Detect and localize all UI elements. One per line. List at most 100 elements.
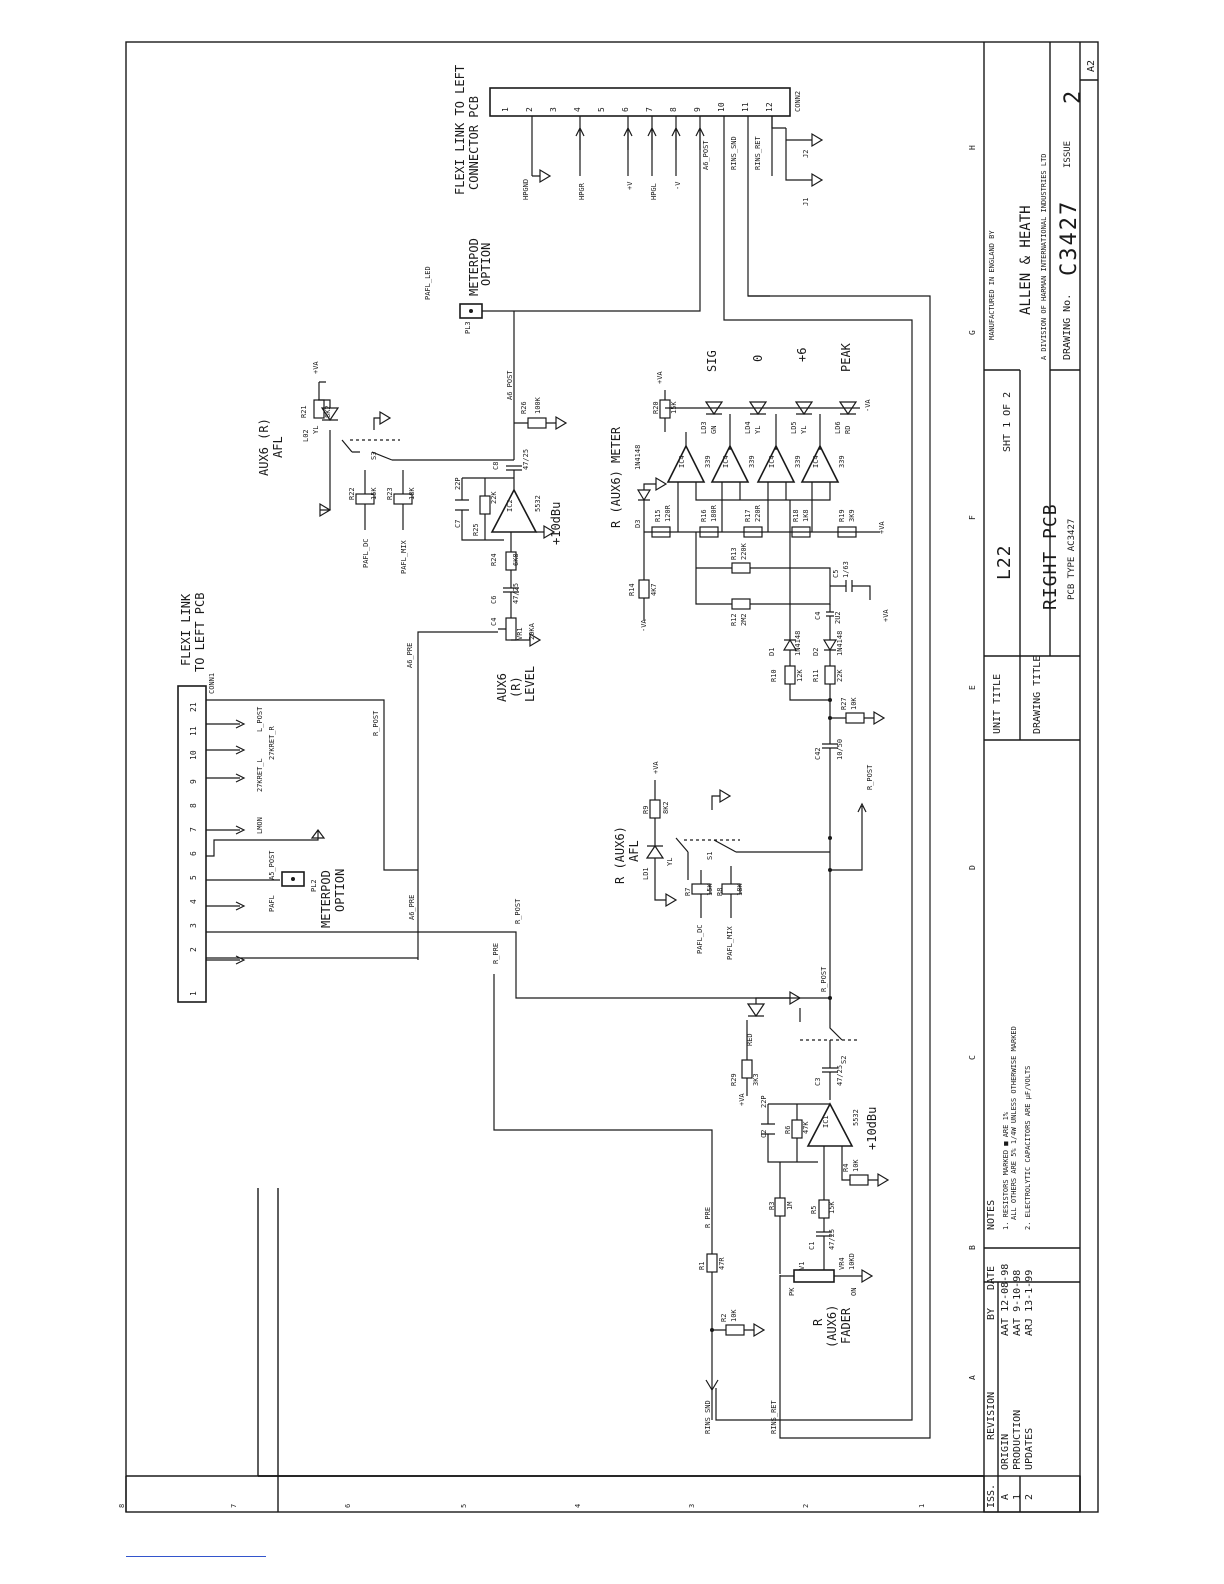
grid-letter: G — [968, 330, 977, 335]
component-value: 2M2 — [740, 613, 748, 626]
net-label: R_POST — [866, 764, 874, 790]
component-value: 22P — [760, 1095, 768, 1108]
component-ref: S2 — [840, 1056, 848, 1064]
flexi-link-left-title: TO LEFT PCB — [193, 593, 207, 672]
component-ref: C1 — [808, 1242, 816, 1250]
net-label: +V — [626, 181, 634, 190]
flexi-link-left-title: FLEXI LINK — [179, 593, 193, 666]
net-label: PAFL_MIX — [726, 925, 734, 960]
component-value: YL — [666, 858, 674, 866]
block-title: R (AUX6) — [613, 826, 627, 884]
net-label: A6_POST — [506, 370, 514, 400]
grid-number: 8 — [118, 1504, 126, 1508]
meter-scale: PEAK — [839, 342, 853, 372]
component-value: 180R — [710, 504, 718, 522]
pin-label: PK — [788, 1287, 796, 1296]
component-ref: R10 — [770, 669, 778, 682]
ground-icon — [310, 829, 326, 839]
component-value: 47K — [802, 1121, 810, 1134]
c8-capacitor — [506, 430, 522, 490]
component-ref: R21 — [300, 405, 308, 418]
component-ref: R4 — [842, 1164, 850, 1172]
component-ref: C7 — [454, 520, 462, 528]
flexi-link-right-title: CONNECTOR PCB — [467, 96, 481, 190]
component-value: 10K — [730, 1309, 738, 1322]
pin-number: 7 — [645, 107, 654, 112]
component-ref: R8 — [716, 888, 724, 896]
pin-number: 2 — [189, 947, 198, 952]
component-value: 2U2 — [834, 611, 842, 624]
component-value: RED — [746, 1033, 754, 1046]
ground-icon — [532, 168, 552, 184]
component-ref: R23 — [386, 487, 394, 500]
unit-title-label: UNIT TITLE — [992, 674, 1003, 734]
component-value: YL — [800, 426, 808, 434]
net-label: RINS_RET — [754, 135, 762, 170]
pin-number: 7 — [189, 827, 198, 832]
grid-number: 5 — [460, 1504, 468, 1508]
net-label: RINS_SND — [730, 136, 738, 170]
meter-scale: SIG — [705, 350, 719, 372]
rev-text: PRODUCTION — [1012, 1410, 1023, 1470]
component-ref: R2 — [720, 1314, 728, 1322]
component-value: 339 — [704, 455, 712, 468]
net-label: A6_PRE — [408, 895, 416, 920]
component-value: 22K — [836, 669, 844, 682]
pin-number: 4 — [573, 107, 582, 112]
meterpod-label: METERPOD — [319, 870, 333, 928]
component-ref: R19 — [838, 509, 846, 522]
pin-number: 9 — [189, 779, 198, 784]
pin-number: 2 — [525, 107, 534, 112]
component-ref: IC2 — [506, 499, 514, 512]
drawing-title-label: DRAWING TITLE — [1032, 656, 1043, 734]
pin-number: 9 — [693, 107, 702, 112]
component-ref: R26 — [520, 401, 528, 414]
pin-number: 3 — [189, 923, 198, 928]
net-label: R_PRE — [704, 1207, 712, 1228]
component-value: 47/25 — [522, 449, 530, 470]
net-label: 27KRET_L — [256, 758, 264, 792]
r-pre-net — [493, 974, 713, 1254]
component-value: 10KD — [848, 1253, 856, 1270]
ic2-stage: IC2 5532 +10dBu C8 47/25 R26 100K A6_POS… — [406, 370, 568, 960]
component-ref: R1 — [698, 1262, 706, 1270]
rev-header-date: DATE — [986, 1266, 997, 1290]
meter-scale: +6 — [795, 348, 809, 362]
component-ref: R18 — [792, 509, 800, 522]
unit-title: L22 — [994, 544, 1015, 580]
supply-label: +VA — [656, 371, 664, 384]
component-value: 8K2 — [662, 801, 670, 814]
drawing-number: C3427 — [1057, 200, 1082, 276]
pin-number: 6 — [189, 851, 198, 856]
division-text: A DIVISION OF HARMAN INTERNATIONAL INDUS… — [1040, 153, 1048, 360]
level-control-label: LEVEL — [523, 666, 537, 702]
component-value: 3K3 — [752, 1073, 760, 1086]
issue-label: ISSUE — [1063, 141, 1073, 168]
meterpod-label: OPTION — [333, 869, 347, 912]
meterpod-pl3: PL3 PAFL_LED METERPOD OPTION — [424, 238, 493, 334]
level-label: +10dBu — [865, 1107, 879, 1150]
rev-iss: 1 — [1012, 1494, 1023, 1500]
component-value: YL — [312, 426, 320, 434]
rev-by-date: AAT 9-10-98 — [1012, 1270, 1023, 1336]
component-ref: C4 — [814, 612, 822, 620]
supply-label: +VA — [738, 1093, 746, 1106]
component-ref: LD5 — [790, 421, 798, 434]
led-icon — [748, 401, 768, 416]
grid-letter: F — [968, 515, 977, 520]
net-label: HPGND — [522, 179, 530, 200]
net-label: PAFL — [268, 895, 276, 912]
grid-number: 3 — [688, 1504, 696, 1508]
component-ref: R29 — [730, 1073, 738, 1086]
component-ref: R25 — [472, 523, 480, 536]
component-value: 5532 — [852, 1109, 860, 1126]
component-ref: R27 — [840, 697, 848, 710]
a6-pre-net — [417, 631, 498, 960]
component-ref: L02 — [302, 429, 310, 442]
component-ref: S3 — [370, 452, 378, 460]
level-control-label: AUX6 — [495, 673, 509, 702]
component-value: 22K — [490, 491, 498, 504]
supply-label: +VA — [312, 361, 320, 374]
pcb-type: PCB TYPE AC3427 — [1067, 519, 1077, 600]
fader-label: R — [811, 1318, 825, 1326]
